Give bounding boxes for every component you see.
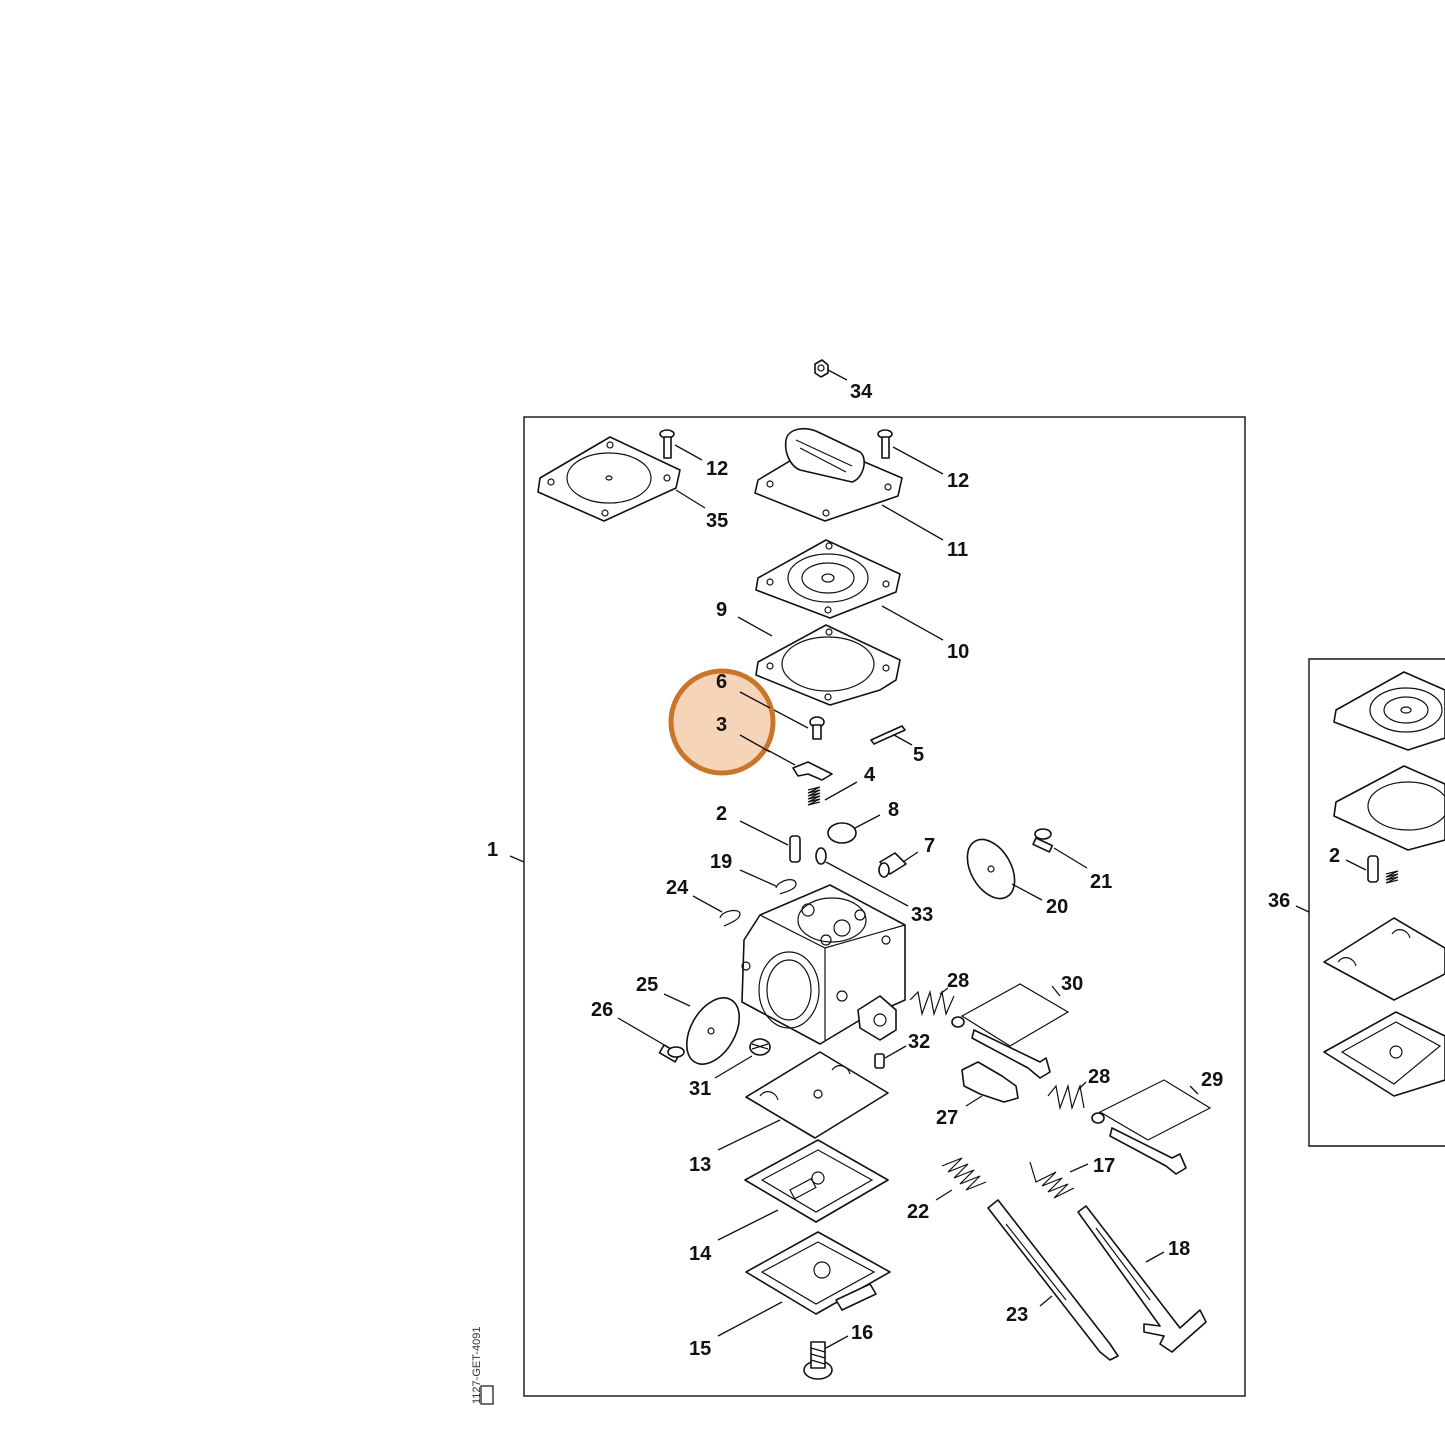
- label-29[interactable]: 29: [1201, 1069, 1223, 1091]
- kit-gasket[interactable]: [1333, 765, 1445, 851]
- label-12-left[interactable]: 12: [706, 458, 728, 480]
- part-14-gasket[interactable]: [717, 1139, 889, 1241]
- kit-metering-diaphragm[interactable]: [1323, 917, 1445, 1001]
- label-20[interactable]: 20: [1046, 896, 1068, 918]
- highlight-leaders: [739, 691, 771, 753]
- part-21-screw[interactable]: [1032, 828, 1088, 869]
- label-9[interactable]: 9: [716, 599, 727, 621]
- label-24[interactable]: 24: [666, 877, 689, 899]
- part-12-screw-left[interactable]: [659, 429, 703, 461]
- part-30-adjusting-screw[interactable]: [951, 983, 1070, 1079]
- label-25[interactable]: 25: [636, 974, 658, 996]
- part-11-pump-cover[interactable]: [754, 427, 944, 541]
- part-33-nipple[interactable]: [815, 847, 909, 907]
- part-35-cover[interactable]: [537, 436, 706, 522]
- label-11[interactable]: 11: [947, 539, 968, 561]
- label-23[interactable]: 23: [1006, 1304, 1028, 1326]
- part-12-screw-right[interactable]: [877, 429, 944, 475]
- part-34-nut[interactable]: [814, 359, 848, 381]
- label-2[interactable]: 2: [716, 803, 727, 825]
- part-36-leader: [1295, 905, 1310, 913]
- label-35[interactable]: 35: [706, 510, 728, 532]
- part-24-clip[interactable]: [692, 895, 741, 927]
- label-19[interactable]: 19: [710, 851, 732, 873]
- part-17-spring[interactable]: [1029, 1161, 1089, 1199]
- part-7-plug[interactable]: [878, 851, 919, 878]
- part-22-spring[interactable]: [935, 1157, 987, 1201]
- part-29-adjusting-screw[interactable]: [1091, 1079, 1212, 1175]
- part-5-pin[interactable]: [870, 725, 913, 746]
- label-22[interactable]: 22: [907, 1201, 929, 1223]
- part-9-gasket[interactable]: [737, 616, 901, 706]
- part-23-choke-shaft[interactable]: [987, 1199, 1119, 1361]
- drawing-code-box: [480, 1385, 494, 1405]
- label-30[interactable]: 30: [1061, 973, 1083, 995]
- label-15[interactable]: 15: [689, 1338, 711, 1360]
- part-27-valve[interactable]: [961, 1061, 1019, 1107]
- kit-diaphragm-top[interactable]: [1333, 671, 1445, 751]
- label-6[interactable]: 6: [716, 671, 727, 693]
- part-8-welch-plug[interactable]: [827, 814, 881, 844]
- label-33[interactable]: 33: [911, 904, 933, 926]
- label-28-lower[interactable]: 28: [1088, 1066, 1110, 1088]
- label-16[interactable]: 16: [851, 1322, 873, 1344]
- part-28-spring-lower[interactable]: [1047, 1081, 1087, 1111]
- part-1-leader: [509, 855, 525, 863]
- label-32[interactable]: 32: [908, 1031, 930, 1053]
- carburetor-body[interactable]: [741, 884, 906, 1045]
- label-4[interactable]: 4: [864, 764, 876, 786]
- label-7[interactable]: 7: [924, 835, 935, 857]
- kit-inlet-needle[interactable]: [1345, 855, 1399, 884]
- label-34[interactable]: 34: [850, 381, 873, 403]
- kit-metering-gasket[interactable]: [1323, 1011, 1445, 1097]
- label-17[interactable]: 17: [1093, 1155, 1115, 1177]
- label-2-kit[interactable]: 2: [1329, 845, 1340, 867]
- label-31[interactable]: 31: [689, 1078, 711, 1100]
- label-36[interactable]: 36: [1268, 890, 1290, 912]
- assembly-frame: [523, 416, 1246, 1397]
- label-27[interactable]: 27: [936, 1107, 958, 1129]
- label-5[interactable]: 5: [913, 744, 924, 766]
- part-15-metering-cover[interactable]: [717, 1231, 891, 1337]
- part-4-spring[interactable]: [807, 781, 858, 806]
- part-32-pin[interactable]: [874, 1045, 907, 1069]
- label-1[interactable]: 1: [487, 839, 498, 861]
- part-20-throttle-shutter[interactable]: [958, 831, 1043, 906]
- part-28-spring-upper[interactable]: [909, 987, 955, 1017]
- part-10-pump-diaphragm[interactable]: [755, 539, 944, 641]
- label-14[interactable]: 14: [689, 1243, 712, 1265]
- part-25-choke-shutter[interactable]: [663, 989, 750, 1073]
- part-19-clip[interactable]: [739, 869, 797, 895]
- label-10[interactable]: 10: [947, 641, 969, 663]
- label-3[interactable]: 3: [716, 714, 727, 736]
- label-28-upper[interactable]: 28: [947, 970, 969, 992]
- part-31-spring[interactable]: [714, 1038, 771, 1079]
- drawing-code: 1127-GET-4091: [471, 1327, 483, 1404]
- part-26-screw[interactable]: [617, 1017, 685, 1063]
- part-18-throttle-shaft[interactable]: [1077, 1205, 1207, 1353]
- label-13[interactable]: 13: [689, 1154, 711, 1176]
- label-18[interactable]: 18: [1168, 1238, 1190, 1260]
- part-13-metering-diaphragm[interactable]: [717, 1051, 889, 1151]
- label-12-right[interactable]: 12: [947, 470, 969, 492]
- part-16-screw[interactable]: [803, 1335, 849, 1380]
- part-2-inlet-needle[interactable]: [739, 820, 801, 863]
- kit-frame: [1308, 658, 1445, 1147]
- label-21[interactable]: 21: [1090, 871, 1112, 893]
- label-26[interactable]: 26: [591, 999, 613, 1021]
- label-8[interactable]: 8: [888, 799, 899, 821]
